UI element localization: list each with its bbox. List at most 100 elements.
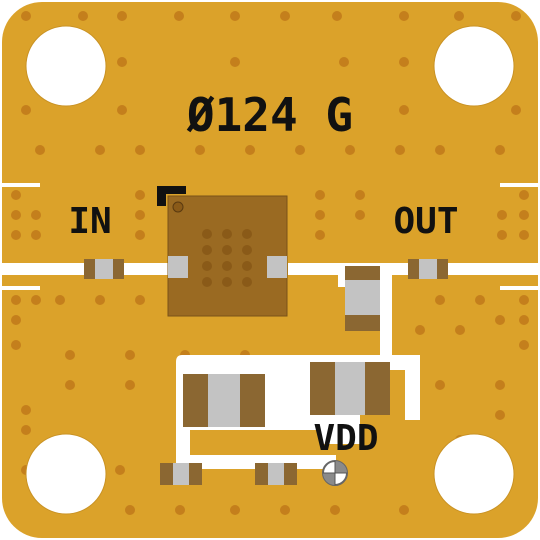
via: [117, 57, 127, 67]
ic-thermal-via: [242, 229, 252, 239]
ic-thermal-via: [242, 245, 252, 255]
via: [11, 295, 21, 305]
via: [11, 230, 21, 240]
via: [315, 190, 325, 200]
mounting-holes: [25, 25, 515, 515]
via: [435, 295, 445, 305]
via: [395, 145, 405, 155]
via: [135, 230, 145, 240]
small-capacitor-bottom-middle: [255, 463, 297, 485]
via: [245, 145, 255, 155]
via: [280, 505, 290, 515]
via: [78, 11, 88, 21]
ic-thermal-via: [202, 229, 212, 239]
ic-thermal-via: [242, 261, 252, 271]
via: [175, 505, 185, 515]
via: [399, 105, 409, 115]
via: [95, 295, 105, 305]
via: [295, 145, 305, 155]
via: [125, 350, 135, 360]
decoupling-capacitor-left: [183, 374, 265, 427]
via: [511, 105, 521, 115]
via: [21, 105, 31, 115]
ic-thermal-via: [202, 277, 212, 287]
via: [21, 11, 31, 21]
ic-package: [167, 195, 288, 317]
via: [455, 325, 465, 335]
hole-top-left: [25, 25, 107, 107]
via: [330, 505, 340, 515]
via: [230, 57, 240, 67]
via: [399, 505, 409, 515]
via: [35, 145, 45, 155]
via: [195, 145, 205, 155]
via: [519, 315, 529, 325]
via: [497, 230, 507, 240]
via: [345, 145, 355, 155]
via: [135, 210, 145, 220]
vdd-feed-right: [320, 430, 360, 444]
via: [230, 11, 240, 21]
bias-inductor: [345, 266, 380, 331]
via: [230, 505, 240, 515]
via: [11, 315, 21, 325]
via: [435, 145, 445, 155]
ic-pad-right: [267, 256, 287, 278]
via: [495, 145, 505, 155]
via: [519, 295, 529, 305]
output-capacitor: [408, 259, 448, 279]
via: [31, 230, 41, 240]
via: [11, 340, 21, 350]
via: [31, 210, 41, 220]
ic-thermal-via: [242, 277, 252, 287]
edge-gap-left-top: [2, 183, 40, 187]
via: [495, 315, 505, 325]
via: [399, 11, 409, 21]
edge-gap-right-top: [500, 183, 538, 187]
ic-thermal-via: [222, 245, 232, 255]
decoupling-capacitor-right: [310, 362, 390, 415]
ground-terminal-icon: [322, 460, 348, 486]
via: [135, 190, 145, 200]
via: [519, 340, 529, 350]
pin1-marker-icon: [157, 186, 186, 206]
hole-bottom-left: [25, 433, 107, 515]
via: [339, 57, 349, 67]
ic-thermal-via: [222, 229, 232, 239]
via: [475, 295, 485, 305]
via: [497, 210, 507, 220]
input-capacitor: [84, 259, 124, 279]
ic-thermal-via: [202, 245, 212, 255]
via: [415, 325, 425, 335]
via: [115, 465, 125, 475]
via: [125, 505, 135, 515]
ic-thermal-via: [222, 277, 232, 287]
via: [65, 380, 75, 390]
via: [355, 190, 365, 200]
via: [519, 230, 529, 240]
via: [519, 190, 529, 200]
vdd-label: VDD: [313, 418, 378, 459]
via: [21, 405, 31, 415]
ic-thermal-vias: [202, 229, 252, 287]
via: [11, 210, 21, 220]
via: [315, 210, 325, 220]
via: [125, 380, 135, 390]
via: [11, 190, 21, 200]
via: [174, 11, 184, 21]
via: [117, 11, 127, 21]
via: [355, 210, 365, 220]
in-port-label: IN: [68, 201, 111, 242]
via: [135, 295, 145, 305]
via: [135, 145, 145, 155]
small-capacitor-bottom-left: [160, 463, 202, 485]
via: [31, 295, 41, 305]
via: [117, 105, 127, 115]
edge-gap-right-bottom: [500, 286, 538, 290]
ic-pin1-dot: [172, 201, 184, 213]
via: [315, 230, 325, 240]
hole-bottom-right: [433, 433, 515, 515]
via: [55, 295, 65, 305]
part-number-label: Ø124 G: [186, 88, 353, 142]
